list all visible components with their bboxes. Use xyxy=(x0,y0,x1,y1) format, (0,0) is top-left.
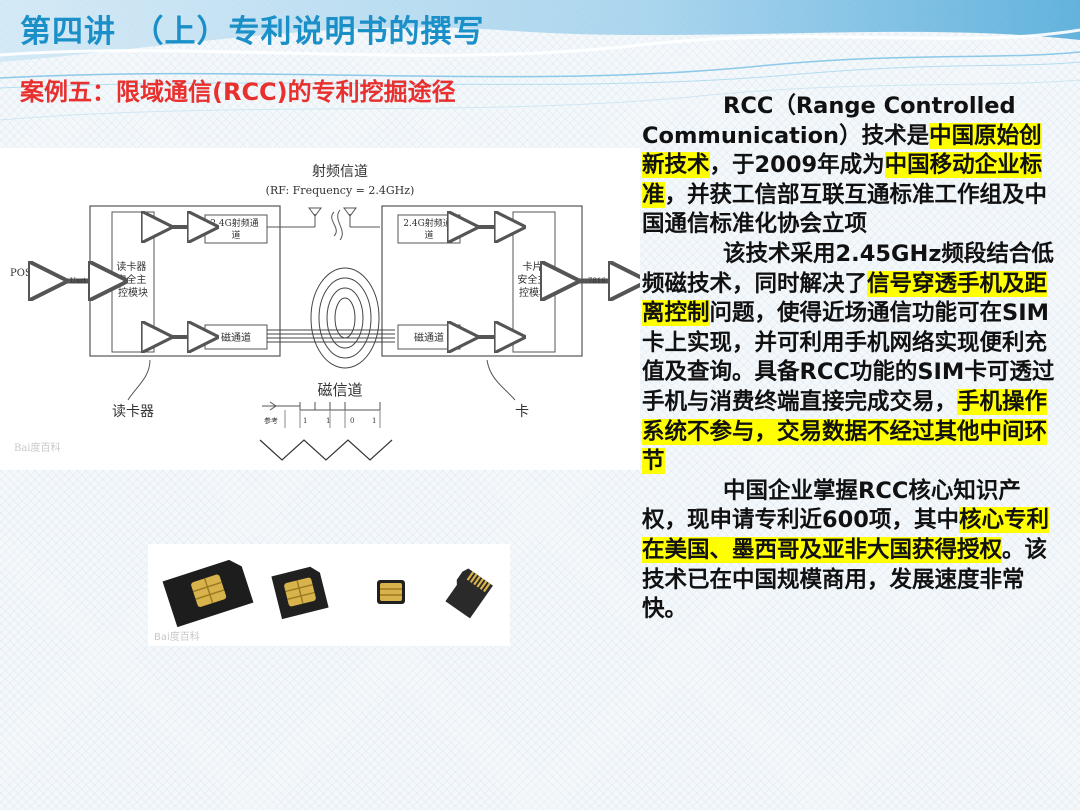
micro-sim-card-icon xyxy=(271,566,329,620)
reader-module-line2: 安全主 xyxy=(116,273,146,286)
card-rf-line2: 道 xyxy=(424,229,433,241)
reader-rf-line2: 道 xyxy=(231,229,240,241)
page-title: 第四讲 （上）专利说明书的撰写 xyxy=(20,14,485,50)
card-label: 卡 xyxy=(515,404,529,420)
reader-module-label: 读卡器 安全主 控模块 xyxy=(116,260,149,299)
rf-wave-icon xyxy=(331,209,343,241)
body-text-run: 。该技术已在中国规模商用，发展速度非常快。 xyxy=(642,536,1048,623)
wave-label-1b: 1 xyxy=(326,417,330,425)
body-text-run: 中国企业掌握RCC核心知识产权，现申请专利近600项，其中 xyxy=(642,477,1021,534)
card-rf-label: 2.4G射频通 道 xyxy=(403,217,454,241)
reader-module-line1: 读卡器 xyxy=(116,260,146,273)
body-text-run: ，并获工信部互联互通标准工作组及中国通信标准化协会立项 xyxy=(642,181,1048,238)
card-module-line3: 控模块 xyxy=(519,286,549,299)
reader-module-line3: 控模块 xyxy=(118,286,148,299)
body-text-run: ，于2009年成为 xyxy=(709,152,885,179)
header-wave-decoration xyxy=(0,0,1080,121)
cards-watermark: Bai度百科 xyxy=(154,630,200,643)
wave-label-1a: 1 xyxy=(303,417,307,425)
pos-label: POS机 xyxy=(10,266,42,279)
reader-rf-label: 2.4G射频通 道 xyxy=(210,217,261,241)
rf-channel-label: 射频信道 xyxy=(312,164,368,180)
wave-label-1c: 1 xyxy=(372,417,376,425)
body-text-run: RCC（Range Controlled Communication）技术是 xyxy=(642,93,1016,149)
reader-mag-label: 磁通道 xyxy=(221,331,251,344)
wave-label-0: 0 xyxy=(350,417,354,425)
paragraph-2: 该技术采用2.45GHz频段结合低频磁技术，同时解决了信号穿透手机及距离控制问题… xyxy=(642,240,1056,477)
sim-card-images: Bai度百科 xyxy=(148,544,510,646)
paragraph-3: 中国企业掌握RCC核心知识产权，现申请专利近600项，其中核心专利在美国、墨西哥… xyxy=(642,477,1056,625)
uart-label: Uart xyxy=(70,277,86,285)
microsd-card-icon xyxy=(445,568,493,619)
rcc-system-diagram: 射频信道 (RF: Frequency = 2.4GHz) 读卡器 安全主 控模… xyxy=(0,148,640,470)
card-module-line2: 安全主 xyxy=(517,273,547,286)
card-mag-label: 磁通道 xyxy=(414,331,444,344)
card-antenna-icon xyxy=(343,207,380,228)
body-text-run: 该技术采用2.45GHz频段结合低频磁技术，同时解决了 xyxy=(642,240,1054,297)
reader-antenna-icon xyxy=(267,207,322,228)
magnetic-coil-icon xyxy=(267,267,395,369)
reader-leader-line xyxy=(127,359,151,401)
card-rf-line1: 2.4G射频通 xyxy=(403,217,452,229)
digital-waveform-icon xyxy=(262,401,381,428)
full-sim-card-icon xyxy=(162,559,254,628)
reader-rf-line1: 2.4G射频通 xyxy=(210,217,259,229)
page-subtitle: 案例五：限域通信(RCC)的专利挖掘途径 xyxy=(20,78,456,106)
nano-sim-card-icon xyxy=(377,580,405,604)
body-text-run: 问题，使得近场通信功能可在SIM卡上实现，并可利用手机网络实现便利充值及查询。具… xyxy=(642,300,1055,415)
mag-channel-label: 磁信道 xyxy=(317,381,362,399)
paragraph-1: RCC（Range Controlled Communication）技术是中国… xyxy=(642,92,1056,240)
diagram-watermark: Bai度百科 xyxy=(14,441,61,454)
card-module-line1: 卡片 xyxy=(522,260,542,273)
card-leader-line xyxy=(486,359,516,401)
wave-label-ref: 参考 xyxy=(264,416,278,425)
port-7816-label: 7816 xyxy=(588,277,606,285)
reader-label: 读卡器 xyxy=(112,403,154,420)
zigzag-waveform-icon xyxy=(259,439,393,461)
rf-frequency-label: (RF: Frequency = 2.4GHz) xyxy=(266,184,415,197)
card-module-label: 卡片 安全主 控模块 xyxy=(517,260,550,299)
rcc-description: RCC（Range Controlled Communication）技术是中国… xyxy=(642,92,1056,625)
